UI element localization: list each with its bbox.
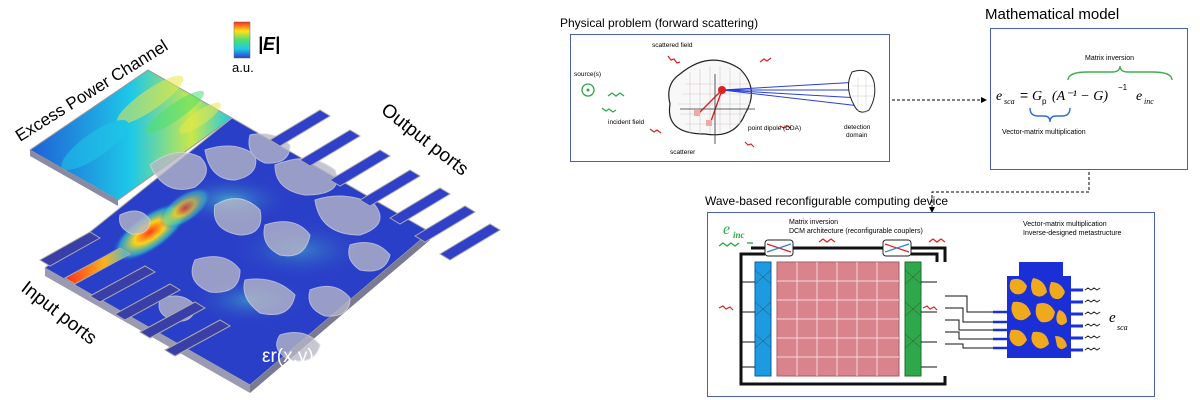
point-dipole-label: point dipole (DDA) [748,125,801,132]
detection-label-2: domain [846,132,868,139]
output-wave-arrows [1084,287,1101,351]
inverse-designed-metastructure [1007,262,1071,358]
svg-text:−1: −1 [1118,83,1128,92]
scattered-field-label: scattered field [652,42,693,49]
vmm-device-label-1: Vector-matrix multiplication [1023,221,1107,228]
detection-domain [848,69,876,113]
colorbar [233,21,251,59]
vmm-device-label-2: Inverse-designed metastructure [1023,230,1122,237]
colorbar-label: |E| [258,34,280,54]
waveguide-loop [739,246,947,386]
permittivity-pattern [119,133,391,362]
dcm-label-2: DCM architecture (reconfigurable coupler… [789,228,923,235]
device-panel: e inc Matrix inversion DCM architecture … [707,212,1155,397]
source-label: source(s) [574,71,601,78]
reconfigurable-coupler-left [764,239,794,257]
svg-text:p: p [1042,97,1047,106]
e-sca-symbol: e [1109,310,1116,326]
epsilon-label: εr(x,y) [262,346,314,367]
svg-text:e: e [723,221,730,238]
equation: e sca = G p (A⁻¹ − G) −1 e inc [996,83,1154,106]
svg-text:sca: sca [1117,323,1128,332]
field-visualization: |E| a.u. Excess Power Channel Output por… [12,21,501,393]
svg-text:e: e [996,89,1002,104]
svg-text:e: e [1109,310,1116,326]
e-inc-symbol: e [723,221,730,238]
incident-wave-icon [607,92,625,97]
metastructure-output-ports [1071,288,1083,352]
matrix-inversion-brace [1067,65,1173,81]
math-model-panel: Matrix inversion e sca = G p (A⁻¹ − G) −… [990,28,1188,170]
physical-problem-title: Physical problem (forward scattering) [560,16,759,30]
metastructure-input-ports [993,310,1007,350]
output-ports [269,109,501,261]
input-ports [39,231,232,357]
output-ports-label: Output ports [377,99,472,180]
excess-channel-field [61,75,221,170]
physical-problem-panel: source(s) scattered field incident field… [570,34,890,162]
svg-text:e: e [1136,89,1142,104]
colorbar-unit: a.u. [232,60,254,75]
math-model-title: Mathematical model [985,6,1120,23]
svg-text:=: = [1020,87,1028,103]
source-icon [581,83,595,97]
e-sca-subscript: sca [1117,323,1128,332]
input-mesh-block [754,261,772,377]
device-title: Wave-based reconfigurable computing devi… [705,194,949,208]
reconfigurable-coupler-right [882,239,912,257]
vmm-brace [1029,107,1071,123]
scatterer-label: scatterer [670,149,696,156]
incident-field-label: incident field [608,119,645,126]
matrix-grid [776,261,900,377]
svg-text:(A⁻¹ − G): (A⁻¹ − G) [1052,89,1108,104]
svg-text:G: G [1032,89,1042,104]
svg-text:inc: inc [1144,97,1154,106]
svg-text:sca: sca [1004,97,1015,106]
matrix-inversion-label: Matrix inversion [1085,55,1134,62]
svg-text:inc: inc [733,230,745,240]
vmm-label: Vector-matrix multiplication [1002,129,1086,136]
point-dipole [718,86,726,94]
dcm-label-1: Matrix inversion [789,219,838,226]
output-mesh-block [904,261,922,377]
detection-label-1: detection [844,124,871,131]
scattered-wave-icon [667,55,681,64]
e-inc-subscript: inc [733,230,745,240]
